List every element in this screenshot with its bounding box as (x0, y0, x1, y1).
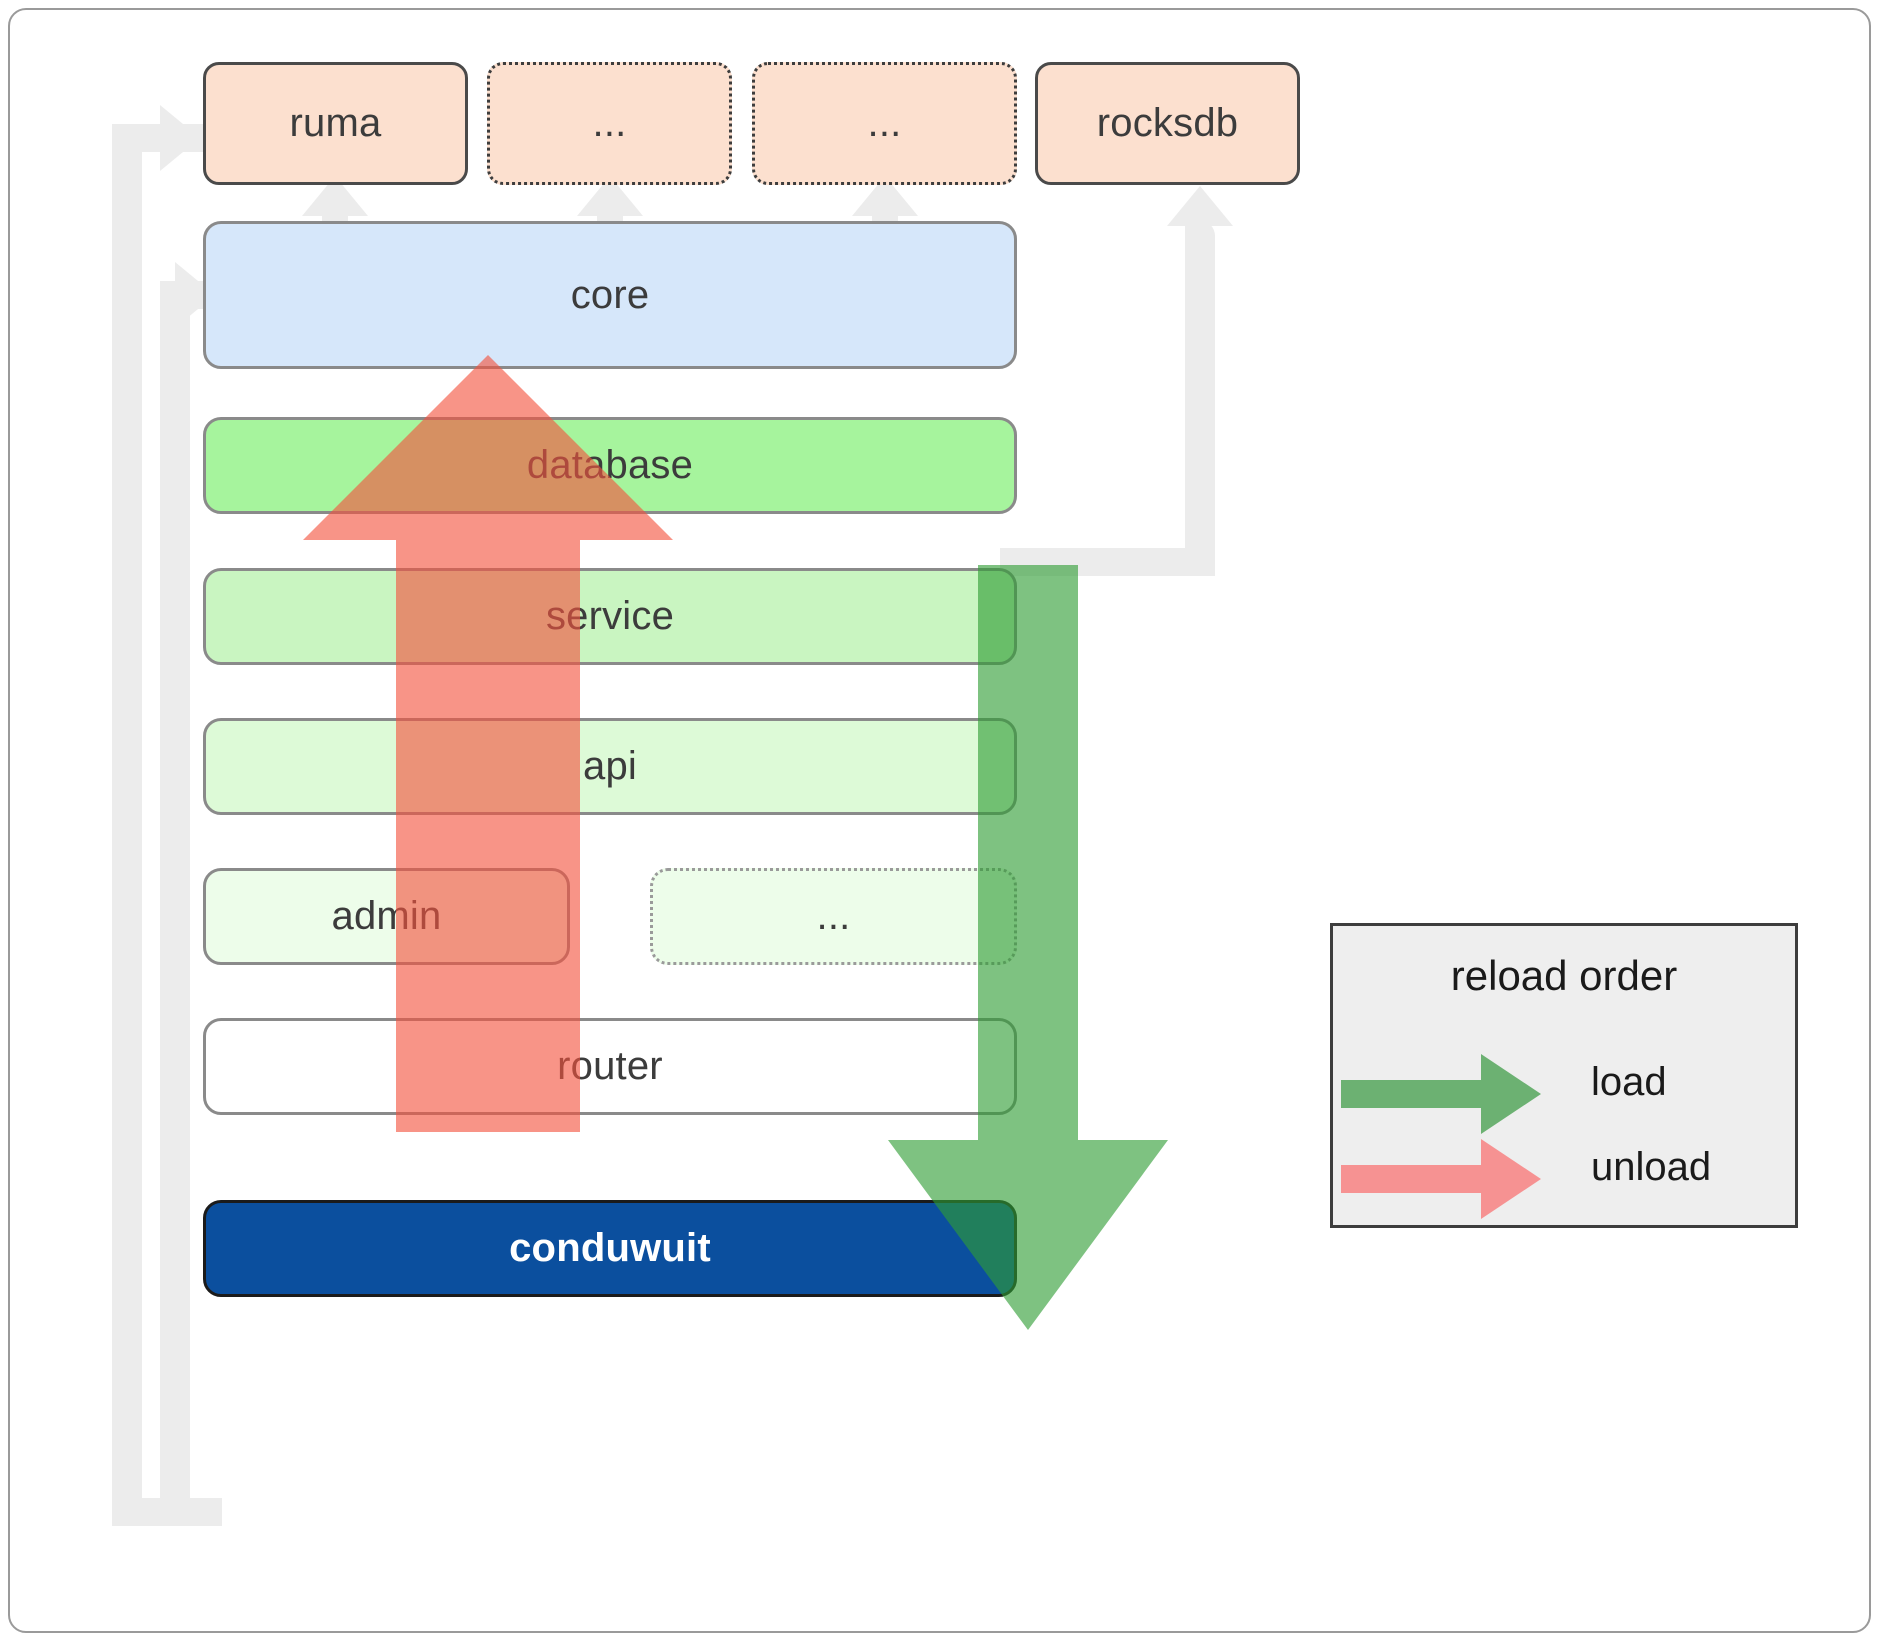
crate-box-core[interactable]: core (203, 221, 1017, 369)
root-crate-conduwuit[interactable]: conduwuit (203, 1200, 1017, 1297)
dependency-label-dep2: ... (592, 101, 627, 145)
connector-database-to-rocksdb-horizontal (1000, 548, 1215, 576)
crate-label-database: database (526, 443, 694, 487)
connector-conduwuit-to-ruma-bottom (112, 1498, 222, 1526)
legend-label-load: load (1591, 1060, 1667, 1104)
dependency-label-dep3: ... (867, 101, 902, 145)
crate-box-router[interactable]: router (203, 1018, 1017, 1115)
legend-row-unload: unload (1333, 1139, 1795, 1219)
crate-label-service: service (545, 594, 675, 638)
root-crate-label: conduwuit (509, 1226, 711, 1270)
connector-arrowhead-ruma (160, 105, 200, 171)
crate-box-extra[interactable]: ... (650, 868, 1017, 965)
crate-label-router: router (557, 1044, 663, 1088)
dependency-box-rocksdb[interactable]: rocksdb (1035, 62, 1300, 185)
crate-label-admin: admin (331, 894, 442, 938)
crate-box-database[interactable]: database (203, 417, 1017, 514)
connector-arrowhead-rocksdb (1167, 186, 1233, 226)
crate-label-extra: ... (816, 894, 851, 938)
legend-row-load: load (1333, 1054, 1795, 1134)
dependency-label-ruma: ruma (289, 101, 382, 145)
crate-box-api[interactable]: api (203, 718, 1017, 815)
legend-panel: reload order load unload (1330, 923, 1798, 1228)
dependency-label-rocksdb: rocksdb (1096, 101, 1239, 145)
unload-legend-arrow-icon (1341, 1139, 1541, 1219)
crate-box-admin[interactable]: admin (203, 868, 570, 965)
connector-conduwuit-to-ruma-vertical (112, 124, 142, 1526)
dependency-box-dep3[interactable]: ... (752, 62, 1017, 185)
crate-label-core: core (570, 272, 650, 317)
legend-label-unload: unload (1591, 1145, 1712, 1189)
connector-conduwuit-to-core-vertical (160, 281, 190, 1500)
dependency-box-dep2[interactable]: ... (487, 62, 732, 185)
legend-title: reload order (1450, 952, 1678, 999)
crate-box-service[interactable]: service (203, 568, 1017, 665)
dependency-box-ruma[interactable]: ruma (203, 62, 468, 185)
connector-database-to-rocksdb-elbow (1185, 220, 1215, 576)
load-legend-arrow-icon (1341, 1054, 1541, 1134)
crate-label-api: api (583, 744, 637, 788)
